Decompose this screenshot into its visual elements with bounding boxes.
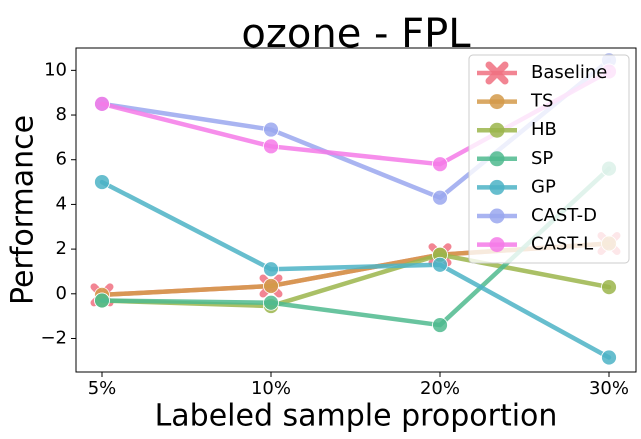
legend-item-sp: SP (477, 148, 553, 169)
data-point-sp (432, 317, 448, 333)
data-point-cast-d (432, 189, 448, 206)
legend-label: Baseline (531, 62, 607, 83)
x-tick-label: 10% (251, 378, 291, 399)
x-tick-label: 20% (420, 378, 460, 399)
legend-swatch-marker (489, 237, 505, 253)
legend-label: TS (530, 91, 553, 112)
chart-title: ozone - FPL (241, 11, 471, 57)
legend-swatch-marker (489, 179, 505, 195)
y-tick-label: −2 (40, 327, 67, 348)
data-point-gp (601, 349, 617, 366)
y-axis-label: Performance (6, 115, 41, 305)
legend-item-hb: HB (477, 119, 557, 140)
legend-swatch-marker (489, 208, 505, 224)
x-axis-label: Labeled sample proportion (155, 399, 558, 434)
data-point-gp (263, 261, 279, 278)
legend-item-cast-l: CAST-L (477, 234, 593, 255)
data-point-gp (94, 174, 110, 190)
data-point-cast-l (94, 95, 110, 112)
data-point-hb (601, 279, 617, 295)
y-tick-label: 2 (56, 238, 67, 259)
legend-item-baseline: Baseline (477, 61, 607, 85)
legend-item-ts: TS (477, 91, 553, 112)
data-point-cast-d (263, 121, 279, 138)
legend-label: HB (531, 119, 557, 140)
y-tick-label: 0 (56, 283, 67, 304)
x-tick-label: 5% (88, 378, 117, 399)
legend-label: CAST-L (531, 234, 593, 255)
legend-swatch-marker (485, 61, 509, 85)
data-point-ts (263, 278, 279, 294)
legend-swatch-marker (489, 122, 505, 138)
series-line-gp (99, 179, 612, 360)
data-point-gp (432, 256, 448, 273)
legend-label: CAST-D (531, 205, 597, 226)
legend-swatch-marker (489, 94, 505, 110)
legend-label: SP (531, 148, 553, 169)
y-tick-label: 6 (56, 149, 67, 170)
series-gp (94, 174, 617, 366)
y-tick-label: 8 (56, 104, 67, 125)
legend-label: GP (531, 176, 556, 197)
legend-box (468, 54, 630, 264)
y-tick-label: 4 (56, 193, 67, 214)
legend-item-cast-d: CAST-D (477, 205, 597, 226)
x-tick-label: 30% (589, 378, 629, 399)
legend-item-gp: GP (477, 176, 556, 197)
data-point-sp (263, 294, 279, 311)
data-point-cast-l (432, 156, 448, 173)
legend-swatch-marker (489, 151, 505, 167)
y-tick-label: 10 (44, 59, 67, 80)
data-point-cast-l (263, 138, 279, 155)
data-point-sp (94, 292, 110, 309)
plot-area (75, 47, 637, 373)
